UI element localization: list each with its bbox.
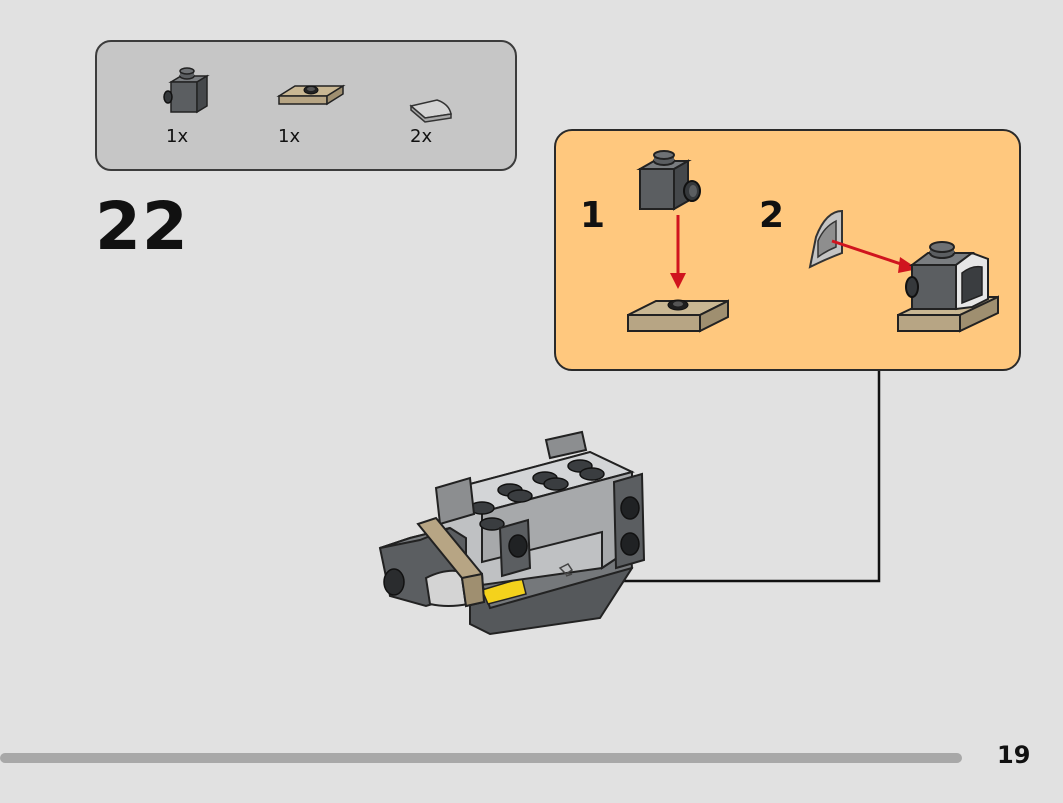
parts-list-box: 1x 1x 2x	[95, 40, 517, 171]
part-qty-2: 1x	[278, 126, 301, 147]
substep-1-illustration	[627, 150, 729, 333]
main-model-illustration	[378, 430, 646, 636]
substep-1-number: 1	[580, 195, 606, 236]
part-qty-1: 1x	[166, 126, 189, 147]
page-number: 19	[997, 741, 1031, 769]
substep-2-illustration	[808, 209, 999, 333]
part-qty-3: 2x	[410, 126, 433, 147]
substep-2-number: 2	[759, 195, 785, 236]
page-progress-bar	[0, 753, 962, 763]
light-gray-quarter-round-tile-icon	[409, 99, 452, 123]
subassembly-box: 1 2	[554, 129, 1021, 371]
dark-gray-brick-side-stud-icon	[163, 67, 210, 114]
tan-plate-center-stud-icon	[276, 84, 346, 106]
step-number: 22	[95, 188, 189, 265]
